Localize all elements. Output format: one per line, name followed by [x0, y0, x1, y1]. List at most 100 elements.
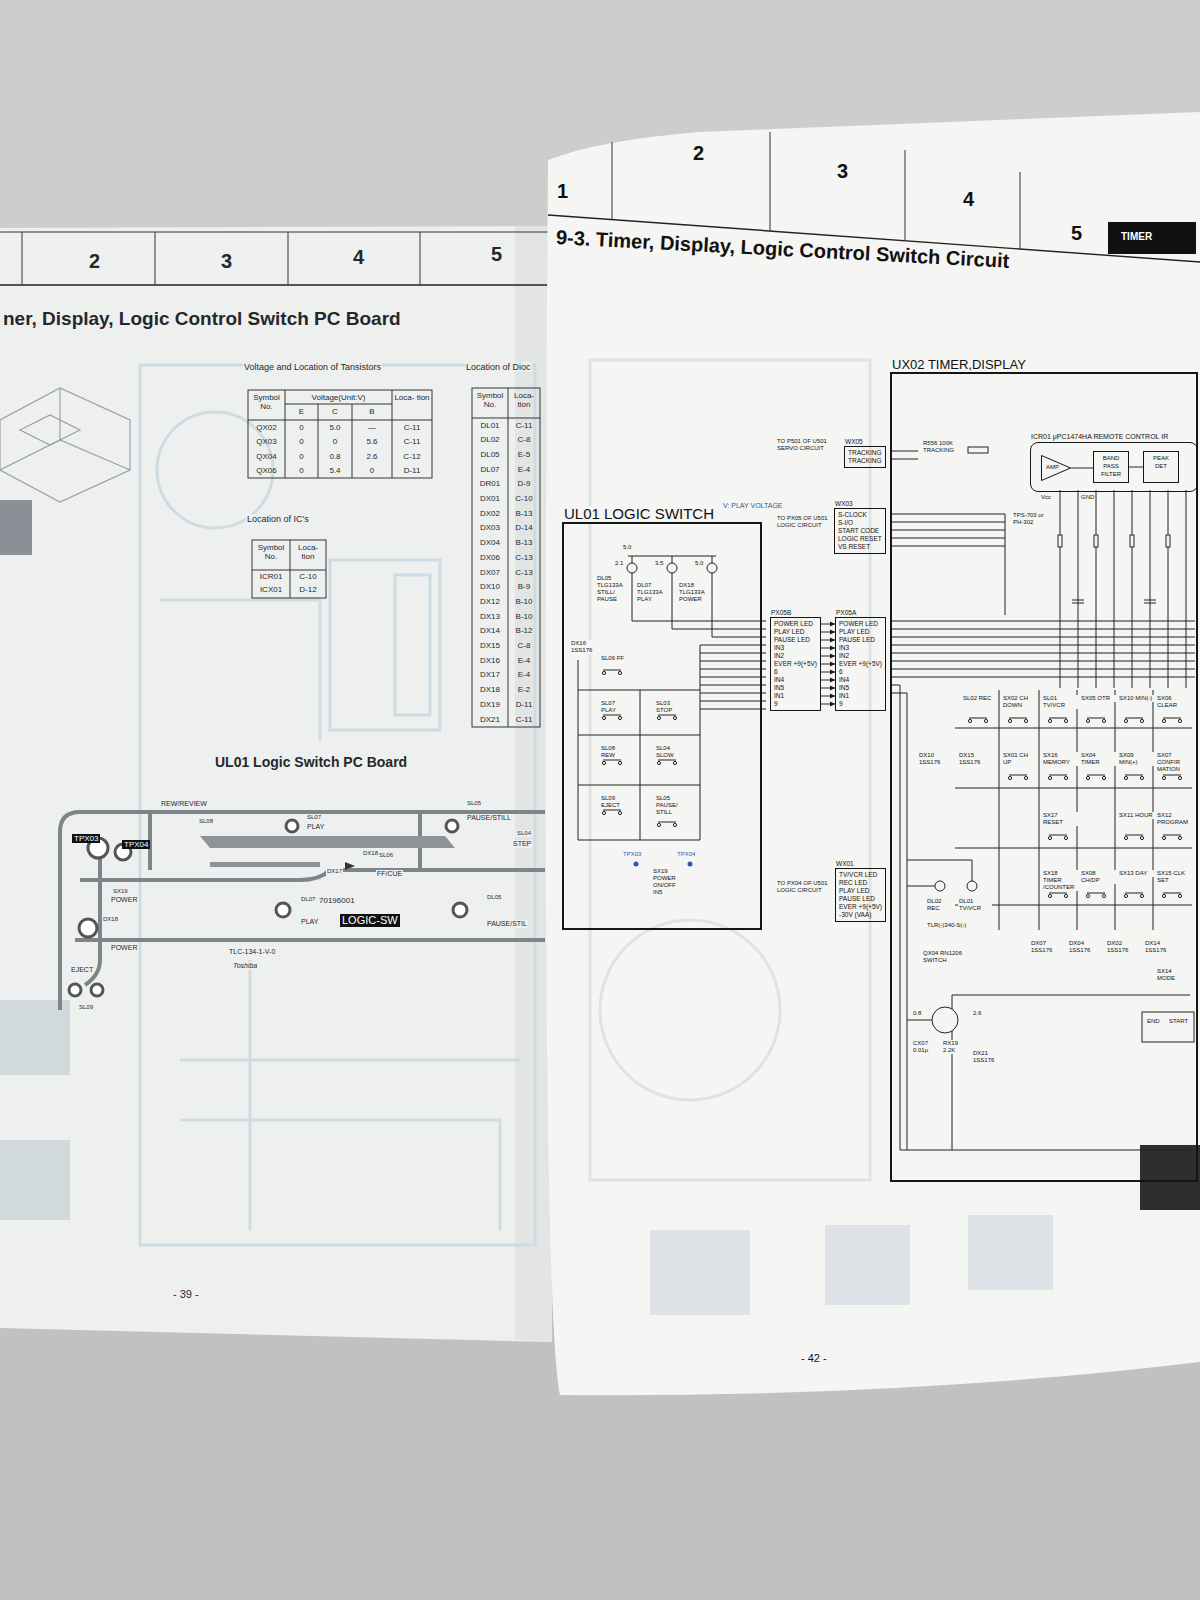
amp-triangle: AMP	[1041, 455, 1071, 481]
node-heading: ICR01 μPC1474HA REMOTE CONTROL IR	[1031, 433, 1168, 441]
label-text: TPX04	[676, 851, 696, 858]
timer-display-wiring	[1048, 835, 1067, 840]
table-cell: 2.6	[354, 452, 390, 461]
table-cell: QX03	[250, 437, 283, 446]
timer-display-wiring	[967, 881, 977, 891]
logic-switch-wiring	[602, 810, 621, 815]
label-text: DL01 TV/VCR	[958, 898, 992, 912]
node-text: BAND PASS FILTER	[1097, 454, 1125, 478]
label-text: DX18	[102, 916, 119, 923]
label-text: SL06 FF	[600, 655, 628, 662]
table-cell: E-4	[510, 656, 538, 665]
pcb-parts	[446, 820, 458, 832]
timer-display-wiring	[935, 881, 945, 891]
label-text: SL02 REC	[962, 695, 998, 702]
table-grid	[248, 388, 540, 727]
table-cell: C	[320, 407, 350, 416]
table-grid	[252, 570, 326, 571]
label-text: DX18	[362, 850, 379, 857]
label-text: FF/CUE	[376, 870, 403, 878]
label-text: DX04 1SS176	[1068, 940, 1104, 954]
table-cell: 5.4	[320, 466, 350, 475]
table-cell: DX10	[474, 582, 506, 591]
left-page	[288, 232, 289, 285]
label-text: 5.0	[694, 560, 704, 567]
label-text: 3.5	[654, 560, 664, 567]
heading-text: 5	[1070, 222, 1083, 245]
label-text: SL03 STOP	[655, 700, 685, 714]
node-heading: PX05B	[771, 609, 791, 616]
table-cell: C-8	[510, 435, 538, 444]
wire-connector: WX03S-CLOCKS-I/OSTART CODELOGIC RESETVS …	[834, 508, 886, 554]
label-text: V: PLAY VOLTAGE	[722, 502, 784, 510]
timer-display-wiring	[892, 447, 1195, 1150]
label-text: STEP	[512, 840, 532, 848]
heading-text: 4	[352, 246, 365, 269]
right-page	[546, 112, 1200, 1395]
timer-display-wiring	[1008, 775, 1027, 780]
label-text: SX16 MEMORY	[1042, 752, 1078, 766]
node-text: POWER LED	[839, 620, 882, 628]
label-text: Location of Dioc	[465, 362, 532, 372]
node-text: IN1	[839, 692, 882, 700]
logic-switch-wiring	[657, 715, 676, 720]
logic-switch-wiring	[578, 556, 766, 867]
label-text: SL04 SLOW	[655, 745, 685, 759]
label-text: SX08 CH/DP	[1080, 870, 1116, 884]
label-text: SX11 HOUR	[1118, 812, 1154, 819]
node-heading: WX03	[835, 500, 853, 507]
board-outline: UL01 LOGIC SWITCH	[562, 522, 762, 930]
table-cell: QX04	[250, 452, 283, 461]
label-text: TPX03	[622, 851, 642, 858]
table-cell: Symbol No.	[254, 543, 288, 561]
node-text: EVER +9(+5V)	[774, 660, 817, 668]
table-cell: DX18	[474, 685, 506, 694]
label-text: SX19 POWER ON/OFF IN5	[652, 868, 686, 896]
node-heading: UX02 TIMER,DISPLAY	[892, 358, 1026, 372]
heading-text: 5	[490, 243, 503, 266]
node-body	[892, 374, 1196, 378]
table-grid	[508, 388, 509, 727]
table-cell: QX06	[250, 466, 283, 475]
left-page	[0, 226, 552, 1342]
table-cell: D-11	[394, 466, 430, 475]
logic-switch-wiring	[602, 715, 621, 720]
table-cell: Loca- tion	[510, 391, 538, 409]
label-text: PLAY	[300, 918, 319, 926]
ghost-print	[590, 360, 1200, 1315]
node-text: PLAY LED	[839, 887, 882, 895]
label-text: DL07 TLG133A PLAY	[636, 582, 666, 603]
table-cell: DX19	[474, 700, 506, 709]
right-page	[770, 132, 771, 231]
table-grid	[318, 404, 319, 478]
node-text: PAUSE LED	[839, 895, 882, 903]
table-cell: DL01	[474, 421, 506, 430]
label-text: SX04 TIMER	[1080, 752, 1116, 766]
node-heading: WX01	[836, 860, 854, 867]
ghost-print	[157, 412, 273, 528]
table-cell: D-9	[510, 479, 538, 488]
pcb-parts	[286, 820, 298, 832]
table-cell: 5.0	[320, 423, 350, 432]
table-cell: Symbol No.	[474, 391, 506, 409]
label-text: END	[1146, 1018, 1161, 1025]
pcb-parts	[345, 862, 355, 870]
label-text: QX04 RN1206 SWITCH	[922, 950, 968, 964]
ghost-print	[0, 1000, 70, 1075]
label-text: SL05 PAUSE/ STILL	[655, 795, 687, 816]
label-text: TO PX05 OF U501 LOGIC CIRCUIT	[776, 515, 832, 529]
label-text: DX07 1SS176	[1030, 940, 1066, 954]
label-text: REW/REVIEW	[160, 800, 208, 808]
label-text: DX16 1SS176	[570, 640, 602, 654]
node-body: PEAK DET	[1144, 452, 1178, 472]
board-sketch	[0, 500, 32, 555]
ghost-print	[330, 560, 440, 730]
timer-display-wiring	[892, 514, 1005, 615]
inverse-tag: TIMER	[1119, 231, 1154, 243]
label-text: Location of IC's	[246, 514, 310, 524]
table-cell: DX03	[474, 523, 506, 532]
logic-switch-wiring	[627, 563, 637, 573]
label-text: EJECT	[70, 966, 94, 974]
label-text: DX18 TLG133A POWER	[678, 582, 708, 603]
